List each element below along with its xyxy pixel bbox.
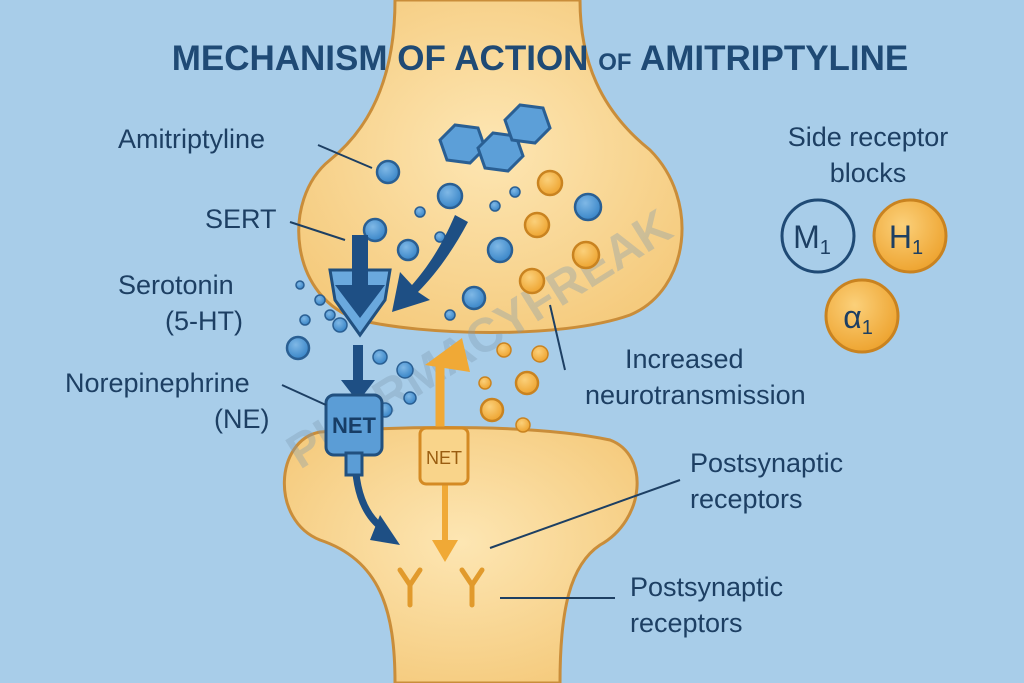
molecule-dot xyxy=(536,169,564,197)
title-of: OF xyxy=(598,49,631,76)
title-main: MECHANISM OF ACTION xyxy=(172,39,589,78)
side-receptor-m1: M1 xyxy=(780,198,856,274)
label-norepinephrine: Norepinephrine xyxy=(65,368,250,398)
molecule-dot xyxy=(414,206,426,218)
molecule-dot xyxy=(285,335,311,361)
molecule-dot xyxy=(362,217,388,243)
label-serotonin-abbr: (5-HT) xyxy=(165,306,243,336)
molecule-dot xyxy=(396,361,414,379)
molecule-dot xyxy=(518,267,546,295)
molecule-dot xyxy=(314,294,326,306)
label-side-receptor: Side receptor xyxy=(788,122,949,152)
postsynaptic-receptor-icons xyxy=(397,567,485,608)
label-sert: SERT xyxy=(205,204,277,234)
leader-lines xyxy=(281,144,681,599)
svg-text:α1: α1 xyxy=(843,299,873,339)
molecule-dot xyxy=(461,285,487,311)
molecule-dot xyxy=(372,349,388,365)
molecule-dot xyxy=(436,182,464,210)
molecule-dot xyxy=(531,345,549,363)
net-transporter-orange xyxy=(418,426,470,486)
molecule-dot xyxy=(332,317,348,333)
amitriptyline-molecule-icon xyxy=(438,103,552,173)
label-norepinephrine-abbr: (NE) xyxy=(214,404,270,434)
molecule-dot xyxy=(444,309,456,321)
label-serotonin: Serotonin xyxy=(118,270,234,300)
label-amitriptyline: Amitriptyline xyxy=(118,124,265,154)
molecule-dot xyxy=(496,342,512,358)
molecule-dot xyxy=(571,240,601,270)
label-blocks: blocks xyxy=(830,158,907,188)
neurotransmitter-molecules xyxy=(285,159,603,433)
net-label-orange: NET xyxy=(426,448,462,468)
side-receptor-h1: H1 xyxy=(872,198,948,274)
molecule-dot xyxy=(523,211,551,239)
net-label-blue: NET xyxy=(332,413,377,438)
side-receptor-alpha1: α1 xyxy=(824,278,900,354)
molecule-dot xyxy=(509,186,521,198)
svg-text:M1: M1 xyxy=(793,219,831,259)
molecule-dot xyxy=(299,314,311,326)
label-increased: Increased xyxy=(625,344,744,374)
molecule-dot xyxy=(324,309,336,321)
label-receptors-b: receptors xyxy=(630,608,743,638)
molecule-dot xyxy=(478,376,492,390)
arrowhead xyxy=(432,540,458,562)
label-receptors-a: receptors xyxy=(690,484,803,514)
page-title: MECHANISM OF ACTION OF AMITRIPTYLINE xyxy=(172,39,909,78)
molecule-dot xyxy=(489,200,501,212)
label-neurotransmission: neurotransmission xyxy=(585,380,806,410)
postsynaptic-neuron xyxy=(282,425,639,683)
molecule-dot xyxy=(396,238,420,262)
label-postsynaptic-a: Postsynaptic xyxy=(690,448,843,478)
net-stem xyxy=(344,451,364,477)
reuptake-arrows xyxy=(335,215,468,402)
molecule-dot xyxy=(403,391,417,405)
label-postsynaptic-b: Postsynaptic xyxy=(630,572,783,602)
molecule-dot xyxy=(514,370,540,396)
molecule-dot xyxy=(486,236,514,264)
molecule-dot xyxy=(375,159,401,185)
molecule-dot xyxy=(573,192,603,222)
molecule-dot xyxy=(515,417,531,433)
title-drug: AMITRIPTYLINE xyxy=(640,39,908,78)
molecule-dot xyxy=(295,280,305,290)
arrowhead xyxy=(370,515,400,545)
svg-text:H1: H1 xyxy=(889,219,923,259)
molecule-dot xyxy=(479,397,505,423)
arrowhead xyxy=(425,338,470,372)
